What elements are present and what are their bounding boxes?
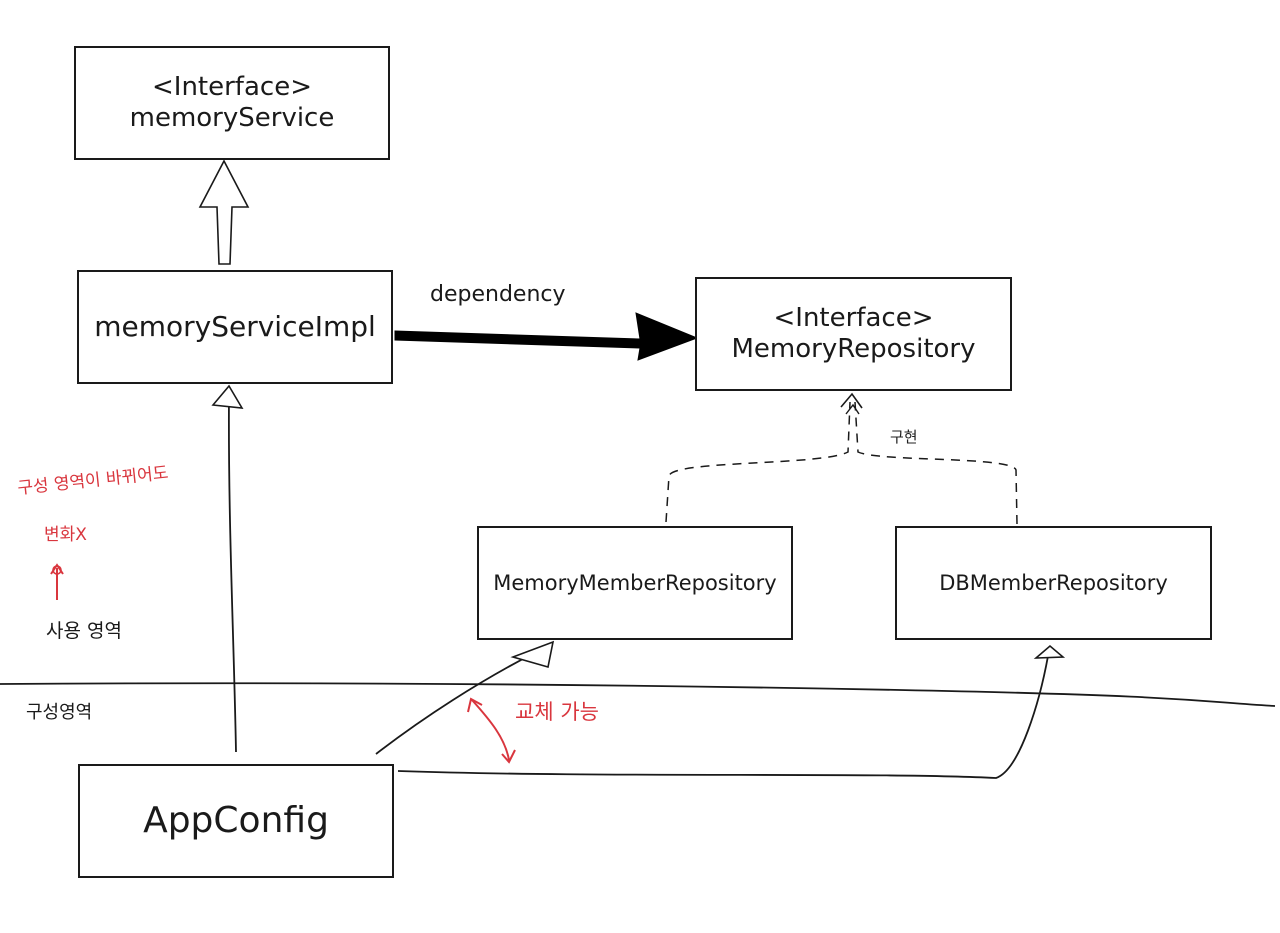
app-config-box: AppConfig [78, 764, 394, 878]
app-config-name: AppConfig [143, 799, 329, 841]
implements-arrow-repository [840, 392, 863, 409]
implements-arrow-repository-inner [845, 403, 860, 415]
implementation-label: 구현 [890, 428, 918, 446]
usage-area-note: 사용 영역 [46, 620, 122, 642]
no-change-note: 변화X [44, 525, 87, 545]
memory-member-repository-box: MemoryMemberRepository [477, 526, 793, 640]
memory-service-interface-box: <Interface> memoryService [74, 46, 390, 160]
implements-arrow-service [198, 159, 250, 265]
impl-dashed-db-member [854, 401, 1018, 525]
memory-repository-interface-box: <Interface> MemoryRepository [695, 277, 1012, 391]
red-double-arrow-head-top [467, 697, 483, 713]
red-arrow-dot [52, 565, 62, 575]
config-to-service-impl-line [227, 391, 237, 753]
replaceable-note: 교체 가능 [515, 700, 599, 724]
impl-dashed-memory-member [665, 401, 851, 523]
config-to-db-member-line [397, 655, 1049, 779]
memory-repository-stereotype: <Interface> [773, 303, 934, 334]
memory-service-impl-name: memoryServiceImpl [94, 310, 376, 344]
memory-member-repository-name: MemoryMemberRepository [493, 570, 777, 595]
config-area-note: 구성영역 [26, 702, 93, 723]
area-divider-line [0, 682, 1276, 707]
memory-service-name: memoryService [129, 103, 335, 133]
config-to-service-impl-head [211, 384, 244, 409]
dependency-arrow [394, 312, 699, 361]
db-member-repository-box: DBMemberRepository [895, 526, 1212, 640]
config-to-memory-member-head [510, 640, 555, 669]
db-member-repository-name: DBMemberRepository [939, 570, 1168, 595]
red-double-arrow [471, 699, 510, 761]
memory-service-stereotype: <Interface> [152, 72, 312, 103]
memory-service-impl-box: memoryServiceImpl [77, 270, 393, 384]
memory-repository-name: MemoryRepository [731, 334, 976, 364]
config-to-db-member-head [1033, 644, 1066, 659]
dependency-label: dependency [430, 282, 566, 307]
red-double-arrow-head-bottom [501, 749, 516, 764]
